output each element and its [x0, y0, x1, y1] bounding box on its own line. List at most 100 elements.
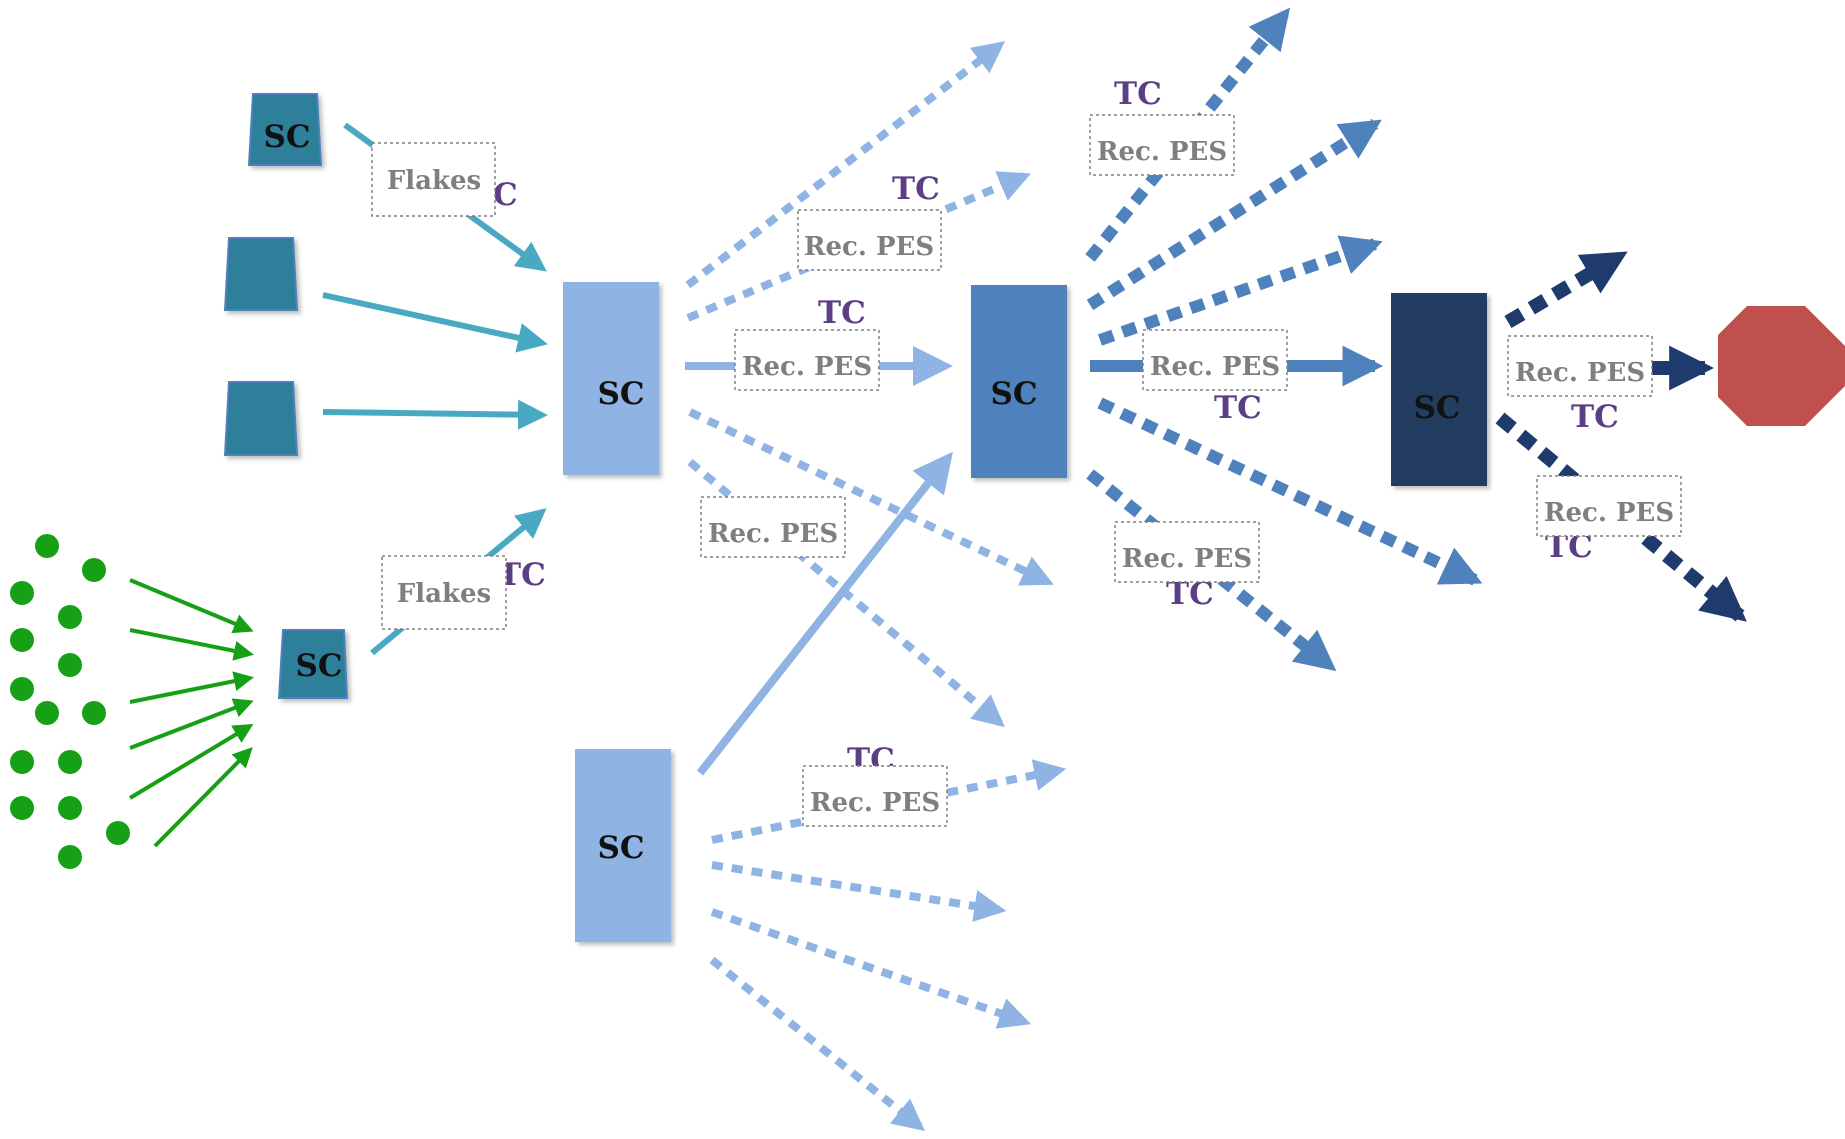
rec-pes-box: Rec. PES: [797, 209, 942, 271]
dotted-arrow: [709, 956, 925, 1132]
green-arrow: [128, 723, 254, 800]
sc-bottom-node: SC: [575, 749, 671, 942]
trapezoid-node: [277, 629, 349, 699]
box-label: Rec. PES: [1097, 137, 1227, 167]
sc-box: [971, 285, 1067, 478]
box-label: Rec. PES: [1515, 358, 1645, 388]
rec-pes-box: Rec. PES: [1089, 114, 1235, 176]
tc-label: TC: [1214, 390, 1262, 426]
flakes-box-top: Flakes: [371, 142, 496, 217]
node-label: SC: [295, 648, 342, 684]
green-dot-icon: [35, 534, 59, 558]
tc-labels: C TC TC TC TC TC TC TC TC TC: [493, 76, 1619, 778]
box-label: Rec. PES: [708, 519, 838, 549]
green-dot-icon: [10, 677, 34, 701]
box-label: Rec. PES: [1544, 498, 1674, 528]
node-label: SC: [597, 376, 644, 412]
dotted-arrow: [711, 861, 1007, 922]
label-box: [797, 209, 942, 271]
tc-label: TC: [892, 171, 940, 207]
rec-pes-box: Rec. PES: [1536, 475, 1682, 537]
sc-box: [563, 282, 659, 475]
label-box: [381, 555, 507, 630]
dotted-arrow: [710, 908, 1032, 1029]
green-arrows: [128, 578, 254, 848]
label-box: [1089, 114, 1235, 176]
trapezoid-node: [223, 237, 299, 311]
box-label: Rec. PES: [804, 232, 934, 262]
green-dot-icon: [58, 653, 82, 677]
box-label: Rec. PES: [742, 352, 872, 382]
rec-pes-box: Rec. PES: [734, 329, 880, 391]
label-box: [802, 765, 948, 827]
green-dot-icon: [106, 821, 130, 845]
label-box: [734, 329, 880, 391]
flakes-box-bottom: Flakes: [381, 555, 507, 630]
green-dot-icon: [82, 701, 106, 725]
label-box: [1536, 475, 1682, 537]
green-arrow: [129, 698, 254, 750]
box-label: Rec. PES: [810, 788, 940, 818]
box-label: Flakes: [387, 166, 481, 196]
node-label: SC: [1413, 390, 1460, 426]
tc-label: TC: [818, 295, 866, 331]
solid-arrow: [696, 451, 953, 776]
sc-box: [1391, 293, 1487, 486]
sc-center-node: SC: [563, 282, 659, 475]
label-box: [1142, 329, 1288, 391]
rec-pes-box: Rec. PES: [1507, 335, 1653, 397]
dotted-arrow: [1504, 249, 1628, 329]
dotted-arrow: [1098, 235, 1383, 346]
green-arrow: [129, 628, 254, 661]
input-node-sc: SC: [247, 93, 323, 166]
green-dot-icon: [58, 750, 82, 774]
label-box: [1114, 521, 1260, 583]
input-node-sc-green: SC: [277, 629, 349, 699]
green-dot-icon: [58, 796, 82, 820]
rec-pes-box: Rec. PES: [1142, 329, 1288, 391]
sc-nodes: SC SC SC SC: [563, 282, 1487, 942]
green-dot-icon: [10, 628, 34, 652]
box-label: Flakes: [397, 579, 491, 609]
node-label: SC: [597, 830, 644, 866]
rec-pes-box: Rec. PES: [802, 765, 948, 827]
tc-label: C: [493, 177, 518, 213]
tc-label: TC: [1571, 399, 1619, 435]
box-label: Rec. PES: [1150, 352, 1280, 382]
rec-pes-box: Rec. PES: [700, 496, 846, 558]
label-box: [371, 142, 496, 217]
teal-arrow: [322, 292, 548, 353]
sc-dark-node: SC: [1391, 293, 1487, 486]
stop-octagon-icon: [1718, 306, 1845, 426]
node-label: SC: [263, 119, 310, 155]
green-dot-icon: [58, 605, 82, 629]
dotted-arrow: [685, 41, 1006, 289]
sc-box: [575, 749, 671, 942]
green-dot-icon: [10, 581, 34, 605]
node-label: SC: [990, 376, 1037, 412]
green-arrow: [129, 578, 254, 634]
tc-label: TC: [1114, 76, 1162, 112]
green-dot-icon: [10, 796, 34, 820]
dotted-arrow: [1086, 118, 1382, 311]
sc-mid-node: SC: [971, 285, 1067, 478]
box-label: Rec. PES: [1122, 544, 1252, 574]
light-blue-arrows: [685, 41, 1067, 1132]
green-dot-icon: [82, 558, 106, 582]
green-dot-icon: [58, 845, 82, 869]
dotted-arrow: [1097, 397, 1483, 586]
trapezoid-node: [247, 93, 323, 166]
dotted-arrow: [688, 408, 1054, 586]
green-arrow: [129, 671, 254, 704]
teal-arrow: [322, 399, 548, 430]
dark-blue-arrows: [1495, 249, 1747, 622]
label-box: [1507, 335, 1653, 397]
green-dot-icon: [35, 701, 59, 725]
green-arrow: [153, 747, 253, 848]
green-dot-icon: [10, 750, 34, 774]
label-box: [700, 496, 846, 558]
input-shapes: SC SC: [223, 93, 349, 699]
particle-cluster: [10, 534, 130, 869]
rec-pes-box: Rec. PES: [1114, 521, 1260, 583]
